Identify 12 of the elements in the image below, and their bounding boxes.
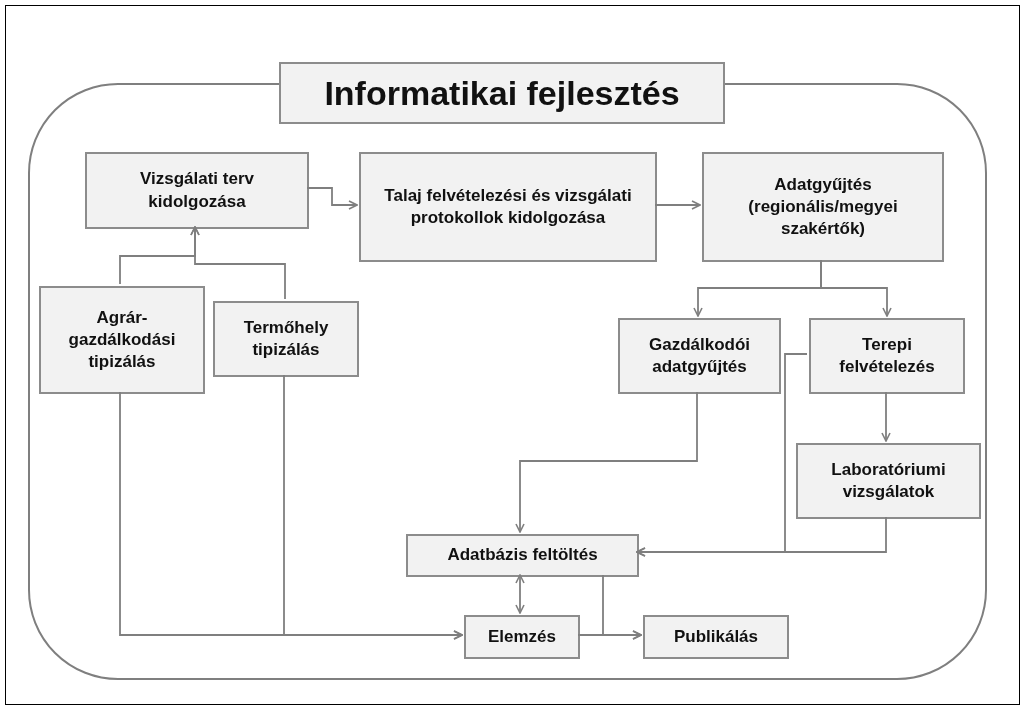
process-box: Agrár-gazdálkodási tipizálás bbox=[39, 286, 205, 394]
process-box: Talaj felvételezési és vizsgálati protokollok kidolgozása bbox=[359, 152, 657, 262]
process-box: Adatgyűjtés (regionális/megyei szakértők) bbox=[702, 152, 944, 262]
process-box: Gazdálkodói adatgyűjtés bbox=[618, 318, 781, 394]
process-box: Adatbázis feltöltés bbox=[406, 534, 639, 577]
heading-box: Informatikai fejlesztés bbox=[279, 62, 725, 124]
process-box: Elemzés bbox=[464, 615, 580, 659]
process-box: Terepi felvételezés bbox=[809, 318, 965, 394]
process-box: Termőhely tipizálás bbox=[213, 301, 359, 377]
process-box: Laboratóriumi vizsgálatok bbox=[796, 443, 981, 519]
process-box: Publikálás bbox=[643, 615, 789, 659]
process-box: Vizsgálati terv kidolgozása bbox=[85, 152, 309, 229]
